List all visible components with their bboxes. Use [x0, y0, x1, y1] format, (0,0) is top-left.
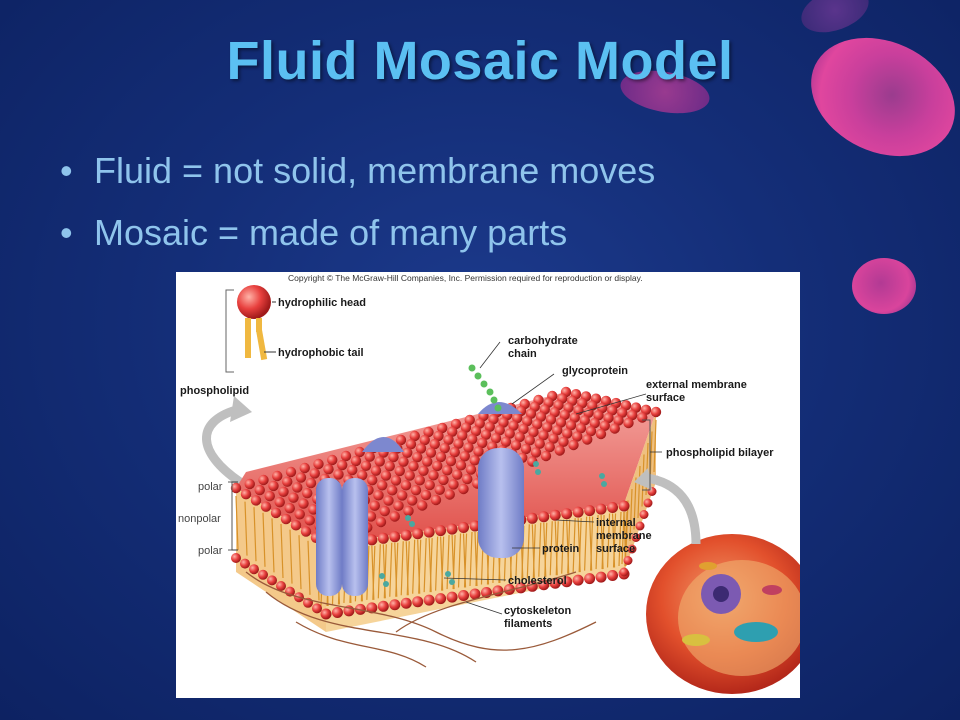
- cholesterol-molecules: [379, 461, 607, 587]
- slide-title: Fluid Mosaic Model: [226, 31, 734, 91]
- carbohydrate-chain: [468, 364, 502, 412]
- label-external-membrane-surface: surface: [646, 392, 685, 404]
- lipid-heads-inner: [231, 475, 661, 620]
- label-phospholipid-bilayer: phospholipid bilayer: [666, 447, 774, 459]
- bullet-text: Mosaic = made of many parts: [94, 212, 568, 253]
- phospholipid-molecule: [237, 285, 271, 361]
- label-nonpolar: nonpolar: [178, 513, 221, 525]
- label-cholesterol: cholesterol: [508, 575, 567, 587]
- label-hydrophilic-head: hydrophilic head: [278, 297, 366, 309]
- label-external-membrane-surface: external membrane: [646, 379, 747, 391]
- membrane-illustration: Copyright © The McGraw-Hill Companies, I…: [178, 273, 800, 694]
- label-polar-bottom: polar: [198, 545, 223, 557]
- label-cytoskeleton-filaments: filaments: [504, 618, 552, 630]
- copyright-text: Copyright © The McGraw-Hill Companies, I…: [288, 273, 643, 283]
- label-hydrophobic-tail: hydrophobic tail: [278, 347, 364, 359]
- cytoskeleton-filaments: [245, 571, 597, 668]
- membrane-diagram: Copyright © The McGraw-Hill Companies, I…: [176, 272, 800, 698]
- cell-illustration: [646, 534, 800, 694]
- bullet-item: • Mosaic = made of many parts: [60, 202, 655, 264]
- transmembrane-protein: [316, 478, 368, 596]
- label-phospholipid: phospholipid: [180, 385, 249, 397]
- bullet-list: • Fluid = not solid, membrane moves • Mosa…: [60, 140, 655, 264]
- label-carbohydrate-chain: chain: [508, 348, 537, 360]
- label-carbohydrate-chain: carbohydrate: [508, 335, 578, 347]
- transmembrane-protein: [478, 448, 524, 558]
- peripheral-protein: [362, 437, 404, 452]
- leader-lines: [228, 341, 662, 615]
- label-polar-top: polar: [198, 481, 223, 493]
- label-cytoskeleton-filaments: cytoskeleton: [504, 605, 572, 617]
- label-internal-membrane-surface: membrane: [596, 530, 652, 542]
- label-internal-membrane-surface: internal: [596, 517, 636, 529]
- bullet-item: • Fluid = not solid, membrane moves: [60, 140, 655, 202]
- label-protein: protein: [542, 543, 580, 555]
- label-glycoprotein: glycoprotein: [562, 365, 628, 377]
- bullet-dot: •: [60, 212, 73, 253]
- label-internal-membrane-surface: surface: [596, 543, 635, 555]
- bullet-text: Fluid = not solid, membrane moves: [94, 150, 656, 191]
- decorative-blob: [852, 258, 916, 314]
- bullet-dot: •: [60, 150, 73, 191]
